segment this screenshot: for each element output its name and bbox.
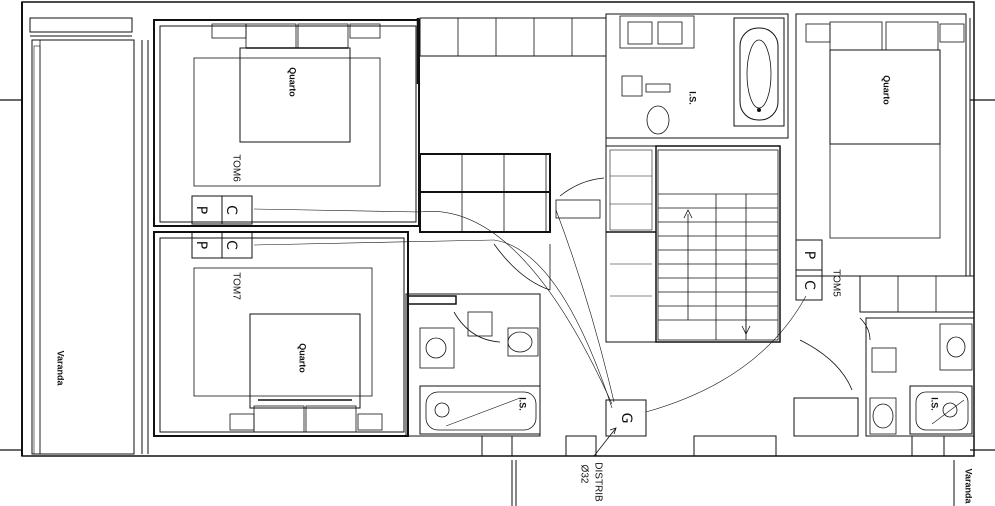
- outlet-c-tom5: C: [795, 269, 823, 301]
- room-label-bathroom-bottom-left: I.S.: [518, 397, 528, 411]
- outlet-p-tom5: P: [795, 239, 823, 271]
- balcony-label-right: Varanda: [964, 468, 974, 504]
- outlet-p-label: P: [193, 241, 209, 249]
- junction-boxes: [555, 199, 601, 219]
- tag-tom7: TOM7: [230, 272, 241, 300]
- middle-wardrobe: [419, 153, 551, 233]
- bottom-left-bathroom: [405, 293, 541, 437]
- room-label-bedroom-1: Quarto: [288, 67, 298, 97]
- bottom-windows: [481, 435, 955, 506]
- tag-tom6: TOM6: [230, 154, 241, 182]
- distribution-diameter: Ø32: [578, 465, 589, 484]
- doors: [453, 177, 871, 391]
- outlet-c-label: C: [223, 205, 239, 215]
- top-wardrobe: [416, 17, 607, 84]
- room-label-bedroom-3: Quarto: [882, 75, 892, 105]
- outlet-p-tom7: P: [191, 231, 223, 259]
- bedroom-3: [795, 13, 975, 313]
- distribution-label: DISTRIB: [592, 462, 603, 502]
- bottom-right-bathroom: [793, 317, 975, 437]
- room-label-bathroom-top: I.S.: [688, 91, 698, 105]
- room-label-bedroom-2: Quarto: [298, 343, 308, 373]
- top-bathroom: [605, 13, 789, 232]
- staircase: [605, 145, 781, 343]
- outlet-c-label: C: [801, 280, 817, 290]
- bedroom-2: [153, 231, 409, 437]
- outlet-p-label: P: [801, 251, 817, 259]
- outlet-c-tom7: C: [221, 231, 253, 259]
- distribution-box-label: G: [618, 413, 634, 424]
- wiring: [253, 208, 807, 457]
- outlet-c-tom6: C: [221, 195, 253, 225]
- outlet-c-label: C: [223, 240, 239, 250]
- outlet-p-tom6: P: [191, 195, 223, 225]
- balcony-label-left: Varanda: [56, 350, 66, 386]
- exterior-walls: [0, 1, 995, 457]
- left-balcony: [29, 17, 149, 455]
- bedroom-1: [153, 19, 420, 227]
- outlet-p-label: P: [193, 206, 209, 214]
- tag-tom5: TOM5: [830, 269, 841, 297]
- room-label-bathroom-bottom-right: I.S.: [930, 397, 940, 411]
- distribution-box: G: [605, 399, 647, 437]
